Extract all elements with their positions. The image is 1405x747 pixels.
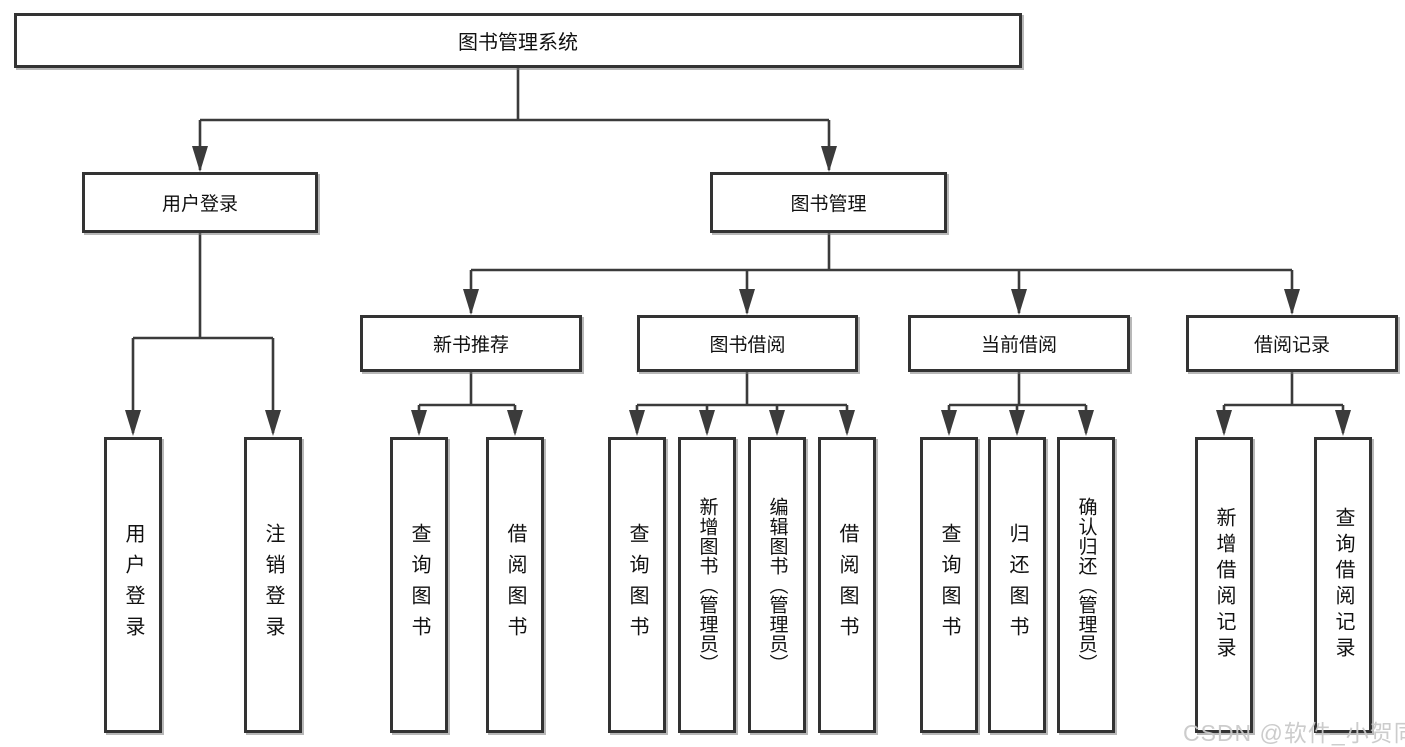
node-leaf-logout-label: 注销登录 [262, 523, 284, 647]
arrow-down-icon [265, 410, 281, 436]
node-leaf-borrow-books-2: 借阅图书 [818, 437, 876, 733]
node-leaf-add-borrow-record: 新增借阅记录 [1195, 437, 1253, 733]
arrow-down-icon [739, 289, 755, 315]
node-new-book-recommend: 新书推荐 [360, 315, 582, 372]
node-current-borrowing-label: 当前借阅 [980, 335, 1057, 356]
node-leaf-user-login: 用户登录 [104, 437, 162, 733]
node-book-borrowing-label: 图书借阅 [709, 335, 786, 356]
node-leaf-query-books-3: 查询图书 [920, 437, 978, 733]
node-leaf-confirm-return-admin: 确认归还（管理员） [1057, 437, 1115, 733]
arrow-down-icon [1335, 410, 1351, 436]
arrow-down-icon [1078, 410, 1094, 436]
node-leaf-return-books-label: 归还图书 [1006, 523, 1028, 647]
node-user-login: 用户登录 [82, 172, 318, 233]
node-book-borrowing: 图书借阅 [637, 315, 858, 372]
node-leaf-query-books-1-label: 查询图书 [408, 523, 430, 647]
arrow-down-icon [1216, 410, 1232, 436]
arrow-down-icon [699, 410, 715, 436]
node-leaf-query-books-3-label: 查询图书 [938, 523, 960, 647]
node-leaf-query-borrow-record-label: 查询借阅记录 [1332, 507, 1354, 663]
node-new-book-recommend-label: 新书推荐 [432, 335, 509, 356]
node-root-label: 图书管理系统 [458, 32, 578, 54]
node-leaf-add-books-admin: 新增图书（管理员） [678, 437, 736, 733]
node-book-management-label: 图书管理 [790, 194, 867, 215]
node-root: 图书管理系统 [14, 13, 1022, 68]
connector-userlogin-to-leaves [131, 233, 275, 433]
node-leaf-logout: 注销登录 [244, 437, 302, 733]
node-leaf-add-borrow-record-label: 新增借阅记录 [1213, 507, 1235, 663]
arrow-down-icon [411, 410, 427, 436]
node-leaf-borrow-books-1-label: 借阅图书 [504, 523, 526, 647]
node-leaf-borrow-books-1: 借阅图书 [486, 437, 544, 733]
arrow-down-icon [463, 289, 479, 315]
node-borrowing-records: 借阅记录 [1186, 315, 1398, 372]
arrow-down-icon [839, 410, 855, 436]
node-leaf-query-books-1: 查询图书 [390, 437, 448, 733]
node-leaf-add-books-admin-label: 新增图书（管理员） [696, 496, 718, 674]
arrow-down-icon [821, 146, 837, 172]
node-leaf-query-books-2-label: 查询图书 [626, 523, 648, 647]
arrow-down-icon [629, 410, 645, 436]
arrow-down-icon [507, 410, 523, 436]
node-current-borrowing: 当前借阅 [908, 315, 1130, 372]
node-borrowing-records-label: 借阅记录 [1253, 335, 1330, 356]
connector-newbook-to-leaves [417, 372, 517, 433]
connector-borrow-to-leaves [635, 372, 849, 433]
arrow-down-icon [192, 146, 208, 172]
watermark: CSDN @软件_小贺同学 [1183, 720, 1405, 746]
connector-records-to-leaves [1222, 372, 1345, 433]
arrow-down-icon [769, 410, 785, 436]
arrow-down-icon [1284, 289, 1300, 315]
arrow-down-icon [125, 410, 141, 436]
node-leaf-edit-books-admin: 编辑图书（管理员） [748, 437, 806, 733]
node-leaf-query-books-2: 查询图书 [608, 437, 666, 733]
arrow-down-icon [1009, 410, 1025, 436]
connector-root-to-level2 [198, 68, 831, 170]
node-leaf-query-borrow-record: 查询借阅记录 [1314, 437, 1372, 733]
arrowheads [125, 146, 1351, 436]
node-leaf-confirm-return-admin-label: 确认归还（管理员） [1075, 496, 1097, 674]
node-leaf-borrow-books-2-label: 借阅图书 [836, 523, 858, 647]
node-leaf-return-books: 归还图书 [988, 437, 1046, 733]
arrow-down-icon [941, 410, 957, 436]
node-book-management: 图书管理 [710, 172, 947, 233]
arrow-down-icon [1011, 289, 1027, 315]
node-user-login-label: 用户登录 [161, 194, 238, 215]
node-leaf-user-login-label: 用户登录 [122, 523, 144, 647]
connector-bookmgmt-to-level3 [469, 233, 1294, 313]
node-leaf-edit-books-admin-label: 编辑图书（管理员） [766, 496, 788, 674]
